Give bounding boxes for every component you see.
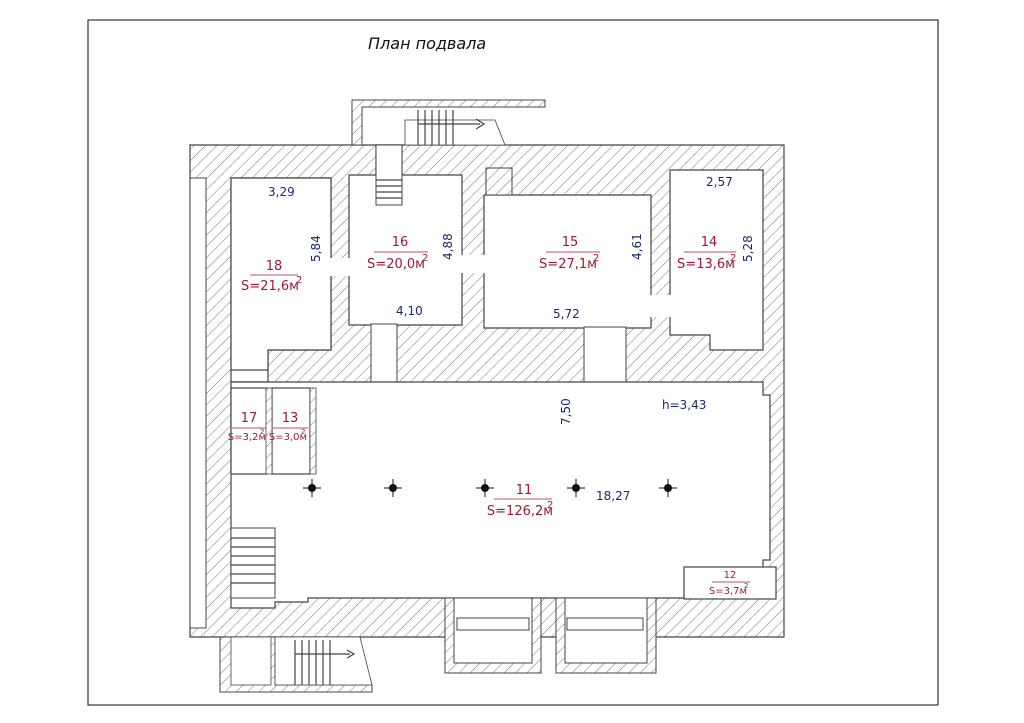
label-room-16: 16 S=20,0м 2 [367, 235, 428, 272]
label-room-11: 11 S=126,2м 2 [487, 483, 553, 519]
room-15 [483, 194, 652, 329]
dimension-label: 2,57 [706, 175, 733, 189]
column [384, 479, 402, 497]
room-14 [669, 169, 764, 351]
label-room-12: 12 S=3,7м 2 [709, 570, 750, 597]
dimension-label: 5,72 [553, 307, 580, 321]
room-area-sup: 2 [422, 253, 428, 264]
room-18 [230, 177, 332, 371]
room-number: 14 [701, 235, 718, 250]
column [303, 479, 321, 497]
partition-13-right [309, 387, 317, 475]
column [476, 479, 494, 497]
dimension-label: 5,84 [309, 235, 323, 262]
room-area: S=126,2м [487, 504, 553, 519]
room-area-sup: 2 [296, 275, 302, 286]
partition-17-13 [265, 387, 273, 475]
room-number: 17 [241, 411, 258, 426]
room-number: 18 [266, 259, 283, 274]
dimension-label: 7,50 [559, 398, 573, 425]
room-number: 12 [724, 570, 737, 581]
room-area-sup: 2 [730, 253, 736, 264]
dimension-label: 18,27 [596, 489, 630, 503]
label-room-14: 14 S=13,6м 2 [677, 235, 736, 272]
window-pit-left [444, 597, 542, 674]
room-12 [683, 566, 777, 600]
room-area: S=21,6м [241, 279, 299, 294]
passage-16-11 [370, 323, 398, 385]
room-area: S=3,0м [269, 432, 307, 443]
left-wall-inner-stripe [189, 177, 207, 629]
dimension-label: 3,29 [268, 185, 295, 199]
room-area: S=3,7м [709, 586, 747, 597]
room-area-sup: 2 [301, 428, 305, 436]
label-room-18: 18 S=21,6м 2 [241, 259, 302, 294]
room-15-niche [485, 167, 513, 196]
bottom-entrance-stair [219, 636, 373, 693]
dimension-label: 4,10 [396, 304, 423, 318]
label-room-17: 17 S=3,2м 2 [228, 411, 266, 443]
room-area-sup: 2 [547, 500, 553, 511]
label-room-13: 13 S=3,0м 2 [269, 411, 308, 443]
ceiling-height-label: h=3,43 [662, 398, 706, 412]
sheet-border [87, 19, 939, 706]
door-18-16 [330, 258, 350, 276]
room-number: 15 [562, 235, 579, 250]
columns [303, 479, 677, 497]
column [659, 479, 677, 497]
plan-title: План подвала [368, 34, 486, 53]
room-number: 13 [282, 411, 299, 426]
passage-15-11 [583, 326, 627, 385]
room-area-sup: 2 [744, 582, 748, 590]
door-16-15 [461, 255, 485, 273]
top-entrance-stair [351, 99, 546, 206]
room-area: S=20,0м [367, 257, 425, 272]
label-room-15: 15 S=27,1м 2 [539, 235, 600, 272]
dimension-label: 4,61 [630, 233, 644, 260]
column [567, 479, 585, 497]
room-number: 11 [516, 483, 533, 498]
interior-stair [230, 527, 276, 599]
door-15-14 [650, 295, 671, 317]
room-area: S=27,1м [539, 257, 597, 272]
room-area-sup: 2 [260, 428, 264, 436]
room-number: 16 [392, 235, 409, 250]
room-area: S=3,2м [228, 432, 266, 443]
dimension-label: 5,28 [741, 235, 755, 262]
dimension-label: 4,88 [441, 233, 455, 260]
room-area-sup: 2 [593, 253, 599, 264]
window-pit-right [555, 597, 657, 674]
room-area: S=13,6м [677, 257, 735, 272]
